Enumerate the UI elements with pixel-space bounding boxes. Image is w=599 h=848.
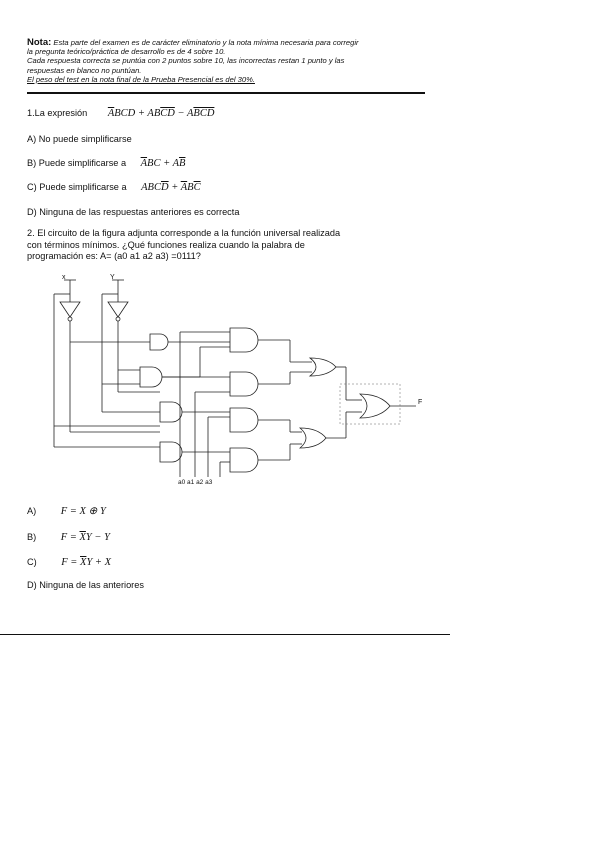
inverter-x bbox=[59, 301, 81, 318]
logic-circuit-diagram: x Y a0 a1 a2 a3 F bbox=[53, 274, 422, 486]
q2-option-b-expr: F = XY − Y bbox=[60, 532, 110, 543]
q1-option-b-expr: ABC + AB bbox=[140, 158, 186, 169]
q1-option-c: C) Puede simplificarse a ABCD + ABC bbox=[27, 181, 201, 194]
and-gate-3 bbox=[159, 401, 183, 423]
and-gate-7 bbox=[229, 407, 259, 433]
note-line-3: Cada respuesta correcta se puntúa con 2 … bbox=[27, 56, 345, 66]
note-label: Nota: bbox=[27, 37, 52, 48]
note-line-1: Esta parte del examen es de carácter eli… bbox=[51, 38, 359, 47]
page-bottom-divider bbox=[0, 634, 450, 635]
q1-expression: ABCD + ABCD − ABCD bbox=[107, 108, 215, 119]
and-gate-4 bbox=[159, 441, 183, 463]
input-y-label: Y bbox=[110, 274, 115, 281]
q2-option-a-expr: F = X ⊕ Y bbox=[60, 506, 106, 517]
q1-prefix: 1.La expresión bbox=[27, 108, 88, 118]
q1-option-a: A) No puede simplificarse bbox=[27, 134, 132, 144]
q2-option-b-label: B) bbox=[27, 532, 37, 542]
inverter-y bbox=[107, 301, 129, 318]
q2-line-3: programación es: A= (a0 a1 a2 a3) =0111? bbox=[27, 251, 201, 261]
exam-note: Nota: Esta parte del examen es de caráct… bbox=[27, 38, 427, 84]
note-divider bbox=[27, 92, 425, 94]
q2-option-a: A) F = X ⊕ Y bbox=[27, 505, 106, 518]
or-gate-final bbox=[358, 393, 391, 419]
and-gate-2 bbox=[139, 366, 163, 388]
q2-option-c-label: C) bbox=[27, 557, 37, 567]
q2-option-d: D) Ninguna de las anteriores bbox=[27, 580, 144, 590]
q1-option-d: D) Ninguna de las respuestas anteriores … bbox=[27, 207, 240, 217]
q2-statement: 2. El circuito de la figura adjunta corr… bbox=[27, 228, 407, 263]
note-line-4: respuestas en blanco no puntúan. bbox=[27, 65, 142, 75]
q2-option-b: B) F = XY − Y bbox=[27, 531, 110, 544]
q1-statement: 1.La expresión ABCD + ABCD − ABCD bbox=[27, 107, 214, 120]
q2-line-2: con términos mínimos. ¿Qué funciones rea… bbox=[27, 239, 305, 250]
address-bits-label: a0 a1 a2 a3 bbox=[178, 479, 213, 486]
q1-option-b: B) Puede simplificarse a ABC + AB bbox=[27, 157, 185, 170]
and-gate-8 bbox=[229, 447, 259, 473]
note-line-5: El peso del test en la nota final de la … bbox=[27, 74, 255, 84]
q2-option-c-expr: F = XY + X bbox=[61, 557, 112, 568]
q2-line-1: 2. El circuito de la figura adjunta corr… bbox=[27, 228, 341, 238]
q1-option-c-expr: ABCD + ABC bbox=[141, 182, 201, 193]
q1-option-c-text: C) Puede simplificarse a bbox=[27, 182, 127, 192]
and-gate-1 bbox=[149, 333, 169, 351]
q2-option-a-label: A) bbox=[27, 506, 37, 516]
note-line-2: la pregunta teórico/práctica de desarrol… bbox=[27, 47, 226, 57]
output-f-label: F bbox=[418, 399, 422, 406]
and-gate-6 bbox=[229, 371, 259, 397]
q1-option-b-text: B) Puede simplificarse a bbox=[27, 158, 127, 168]
or-gate-1 bbox=[308, 357, 337, 377]
q2-option-c: C) F = XY + X bbox=[27, 556, 111, 569]
input-x-label: x bbox=[62, 274, 66, 281]
and-gate-5 bbox=[229, 327, 259, 353]
or-gate-2 bbox=[298, 427, 327, 449]
